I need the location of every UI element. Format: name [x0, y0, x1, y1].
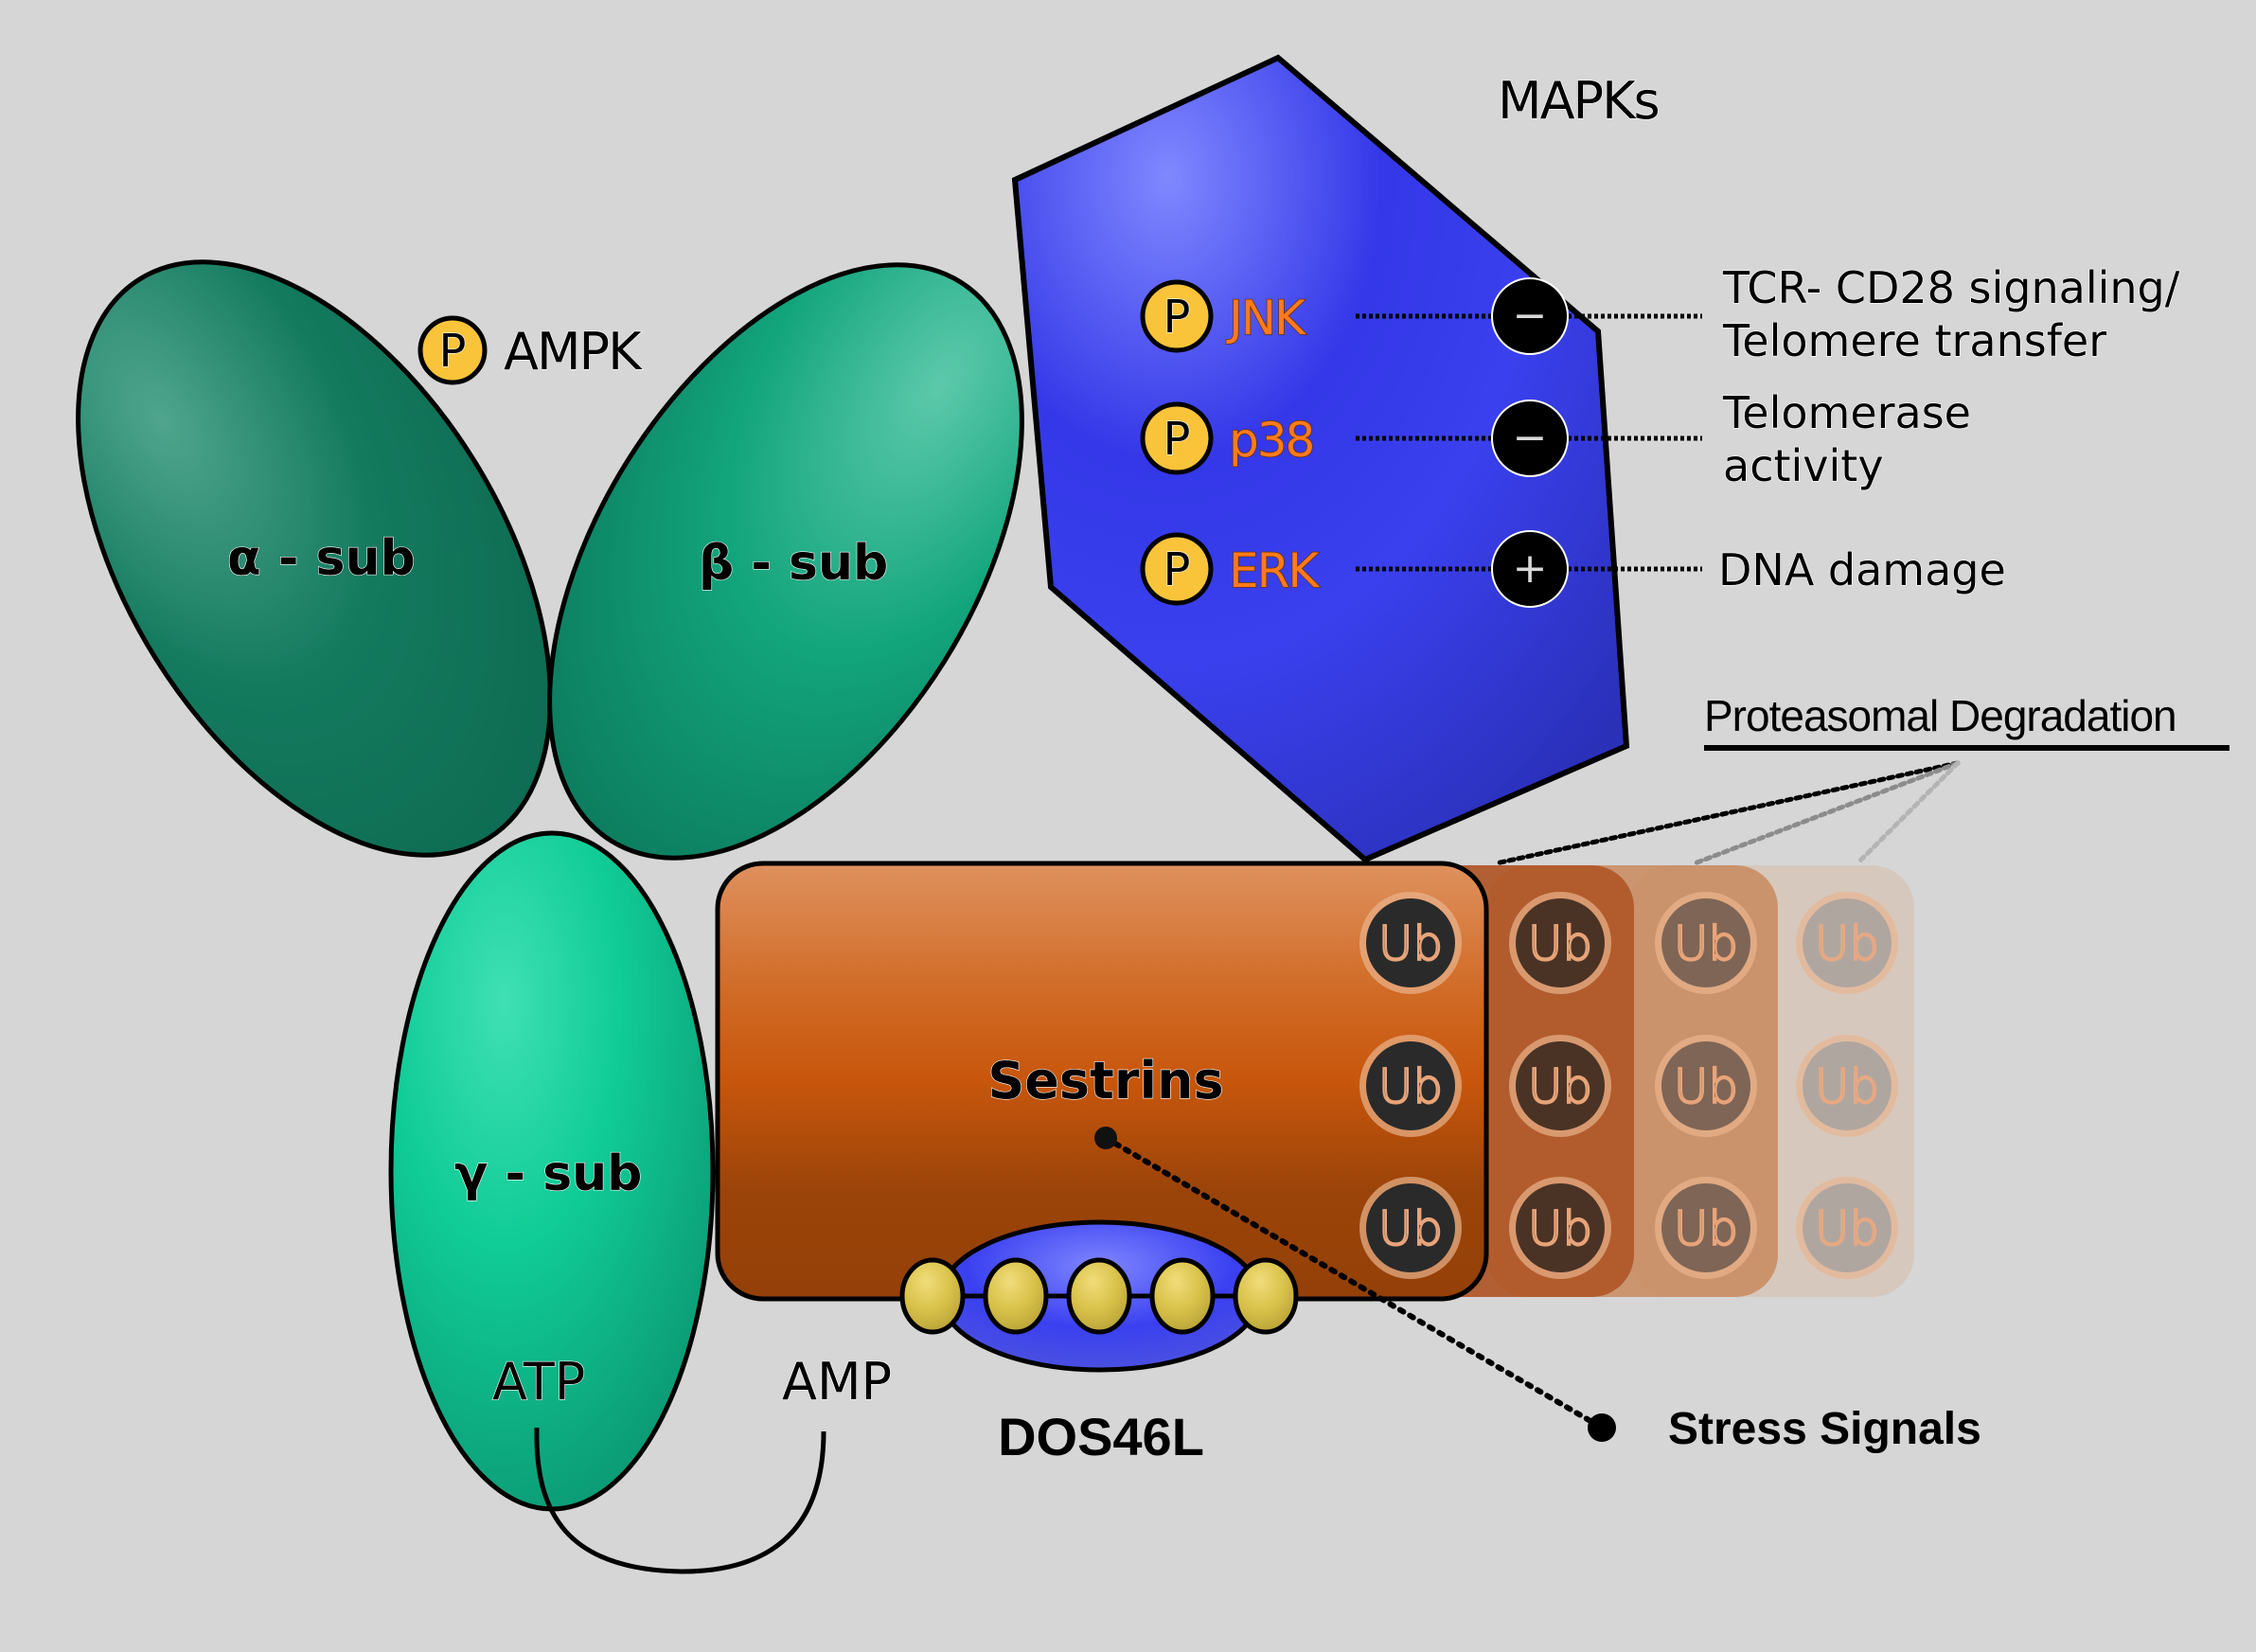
ub-label: Ub	[1674, 1201, 1738, 1256]
ub-label: Ub	[1528, 1201, 1592, 1256]
ubiquitin-badge: Ub	[1655, 1177, 1757, 1279]
dos46l-bead	[983, 1257, 1049, 1335]
mapk-hexagon	[1011, 54, 1630, 863]
ubiquitin-badge: Ub	[1796, 1177, 1898, 1279]
mapks-title: MAPKs	[1498, 71, 1659, 131]
atp-label: ATP	[492, 1352, 585, 1412]
plus-icon	[1491, 530, 1569, 608]
ub-label: Ub	[1815, 1201, 1879, 1256]
target-erk-line1: DNA damage	[1718, 544, 2006, 595]
beta-subunit-label: β - sub	[699, 535, 888, 592]
dos46l-label: DOS46L	[998, 1407, 1204, 1466]
dos46l-complex	[899, 1219, 1299, 1373]
stress-signals-label: Stress Signals	[1668, 1404, 1981, 1454]
ub-label: Ub	[1378, 916, 1443, 971]
ub-label: Ub	[1815, 916, 1879, 971]
dos46l-bead	[1066, 1257, 1132, 1335]
ampk-label-group: P AMPK	[417, 315, 646, 385]
phospho-icon	[1140, 279, 1214, 353]
effect-sign: +	[1513, 544, 1548, 593]
ub-label: Ub	[1674, 916, 1738, 971]
ub-label: Ub	[1674, 1059, 1738, 1114]
target-jnk-line2: Telomere transfer	[1722, 315, 2106, 366]
ampk-label: AMPK	[504, 322, 643, 382]
atp-amp-arc	[534, 1427, 826, 1574]
ub-label: Ub	[1378, 1059, 1443, 1114]
mapk-row-erk: P ERK +	[1140, 530, 1702, 608]
ubiquitin-badge: Ub	[1796, 892, 1898, 994]
beta-subunit	[547, 262, 1024, 861]
ubiquitin-badge: Ub	[1509, 1177, 1611, 1279]
ubiquitin-badge: Ub	[1655, 892, 1757, 994]
dos46l-bead	[899, 1257, 966, 1335]
target-p38-line1: Telomerase	[1722, 387, 1971, 438]
ubiquitin-badge: Ub	[1796, 1035, 1898, 1137]
phospho-icon	[1140, 532, 1214, 606]
amp-label: AMP	[782, 1352, 892, 1412]
stress-anchor-dot	[1588, 1413, 1616, 1442]
phospho-icon	[1140, 401, 1214, 475]
kinase-label-p38: p38	[1229, 413, 1313, 468]
target-p38-line2: activity	[1723, 440, 1884, 491]
sestrins-label: Sestrins	[987, 1051, 1223, 1110]
phospho-mark: P	[1164, 543, 1191, 596]
proteasomal-connectors	[1493, 760, 1961, 866]
phospho-icon	[417, 315, 488, 385]
ubiquitin-badge: Ub	[1359, 892, 1462, 994]
ubiquitin-badge: Ub	[1509, 1035, 1611, 1137]
ub-label: Ub	[1528, 1059, 1592, 1114]
gamma-subunit-label: γ - sub	[454, 1146, 642, 1202]
ub-label: Ub	[1378, 1201, 1443, 1256]
minus-icon	[1491, 277, 1569, 355]
effect-sign: −	[1513, 414, 1548, 462]
ubiquitin-badge: Ub	[1655, 1035, 1757, 1137]
kinase-label-jnk: JNK	[1226, 291, 1306, 346]
kinase-label-erk: ERK	[1229, 543, 1320, 598]
dos46l-bead	[1233, 1257, 1299, 1335]
phospho-mark: P	[1164, 291, 1191, 344]
ub-label: Ub	[1815, 1059, 1879, 1114]
stress-connector	[1103, 1135, 1605, 1430]
proteasomal-degradation-label: Proteasomal Degradation	[1704, 691, 2176, 740]
sestrins-anchor-dot	[1094, 1127, 1117, 1149]
mapk-row-jnk: P JNK −	[1140, 277, 1702, 355]
phospho-mark: P	[439, 325, 467, 378]
minus-icon	[1491, 400, 1569, 477]
ubiquitin-badge: Ub	[1509, 892, 1611, 994]
dos46l-bead	[1149, 1257, 1216, 1335]
phospho-mark: P	[1164, 413, 1191, 466]
target-jnk-line1: TCR- CD28 signaling/	[1722, 262, 2180, 313]
effect-sign: −	[1513, 292, 1548, 340]
ubiquitin-badge: Ub	[1359, 1177, 1462, 1279]
mapk-targets: TCR- CD28 signaling/ Telomere transfer T…	[1717, 261, 2180, 595]
alpha-subunit	[76, 259, 553, 858]
ubiquitin-badge: Ub	[1359, 1035, 1462, 1137]
ub-label: Ub	[1528, 916, 1592, 971]
alpha-subunit-label: α - sub	[227, 530, 416, 587]
